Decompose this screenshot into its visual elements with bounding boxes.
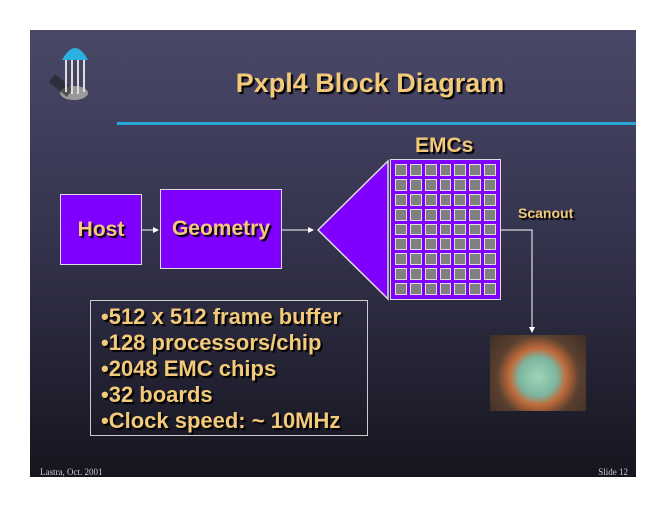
emc-chip-cell (484, 164, 496, 176)
emc-chip-cell (424, 164, 437, 176)
emc-chip-cell (424, 178, 437, 191)
emc-chip-cell (409, 253, 422, 266)
geometry-block: Geometry (160, 189, 282, 269)
emc-chip-cell (424, 238, 437, 251)
emc-chip-cell (469, 193, 482, 206)
emc-chip-cell (469, 208, 482, 221)
emc-chip-cell (484, 283, 496, 295)
emc-chip-cell (454, 223, 467, 236)
emc-chip-cell (424, 223, 437, 236)
emc-chip-cell (439, 238, 452, 251)
host-block: Host (60, 194, 142, 265)
emc-chip-cell (469, 164, 482, 176)
emcs-label: EMCs (415, 134, 474, 157)
emc-chip-cell (439, 268, 452, 281)
bullet-item: •Clock speed: ~ 10MHz (101, 408, 341, 433)
emc-chip-cell (395, 164, 407, 176)
emc-chip-cell (424, 253, 437, 266)
molecule-image (490, 335, 586, 411)
bullet-item: •128 processors/chip (101, 330, 322, 355)
emc-chip-cell (395, 238, 407, 251)
scanout-arrow (501, 229, 535, 333)
slide-title: Pxpl4 Block Diagram (235, 68, 505, 98)
emc-chip-cell (395, 253, 407, 266)
emc-chip-cell (395, 178, 407, 191)
emc-chip-cell (439, 253, 452, 266)
emc-chip-cell (395, 193, 407, 206)
emc-chip-cell (409, 238, 422, 251)
emc-chip-cell (409, 223, 422, 236)
host-label: Host (77, 217, 125, 241)
emc-chip-cell (454, 164, 467, 176)
emc-grid (390, 159, 501, 300)
emc-chip-cell (424, 208, 437, 221)
bullet-item: •512 x 512 frame buffer (101, 304, 342, 329)
emc-chip-cell (469, 178, 482, 191)
scanout-label: Scanout (518, 205, 574, 221)
emc-chip-cell (484, 193, 496, 206)
emc-chip-cell (454, 178, 467, 191)
emc-chip-cell (439, 208, 452, 221)
title-divider (117, 122, 636, 125)
emc-chip-cell (409, 178, 422, 191)
diagram-connectors (142, 159, 535, 333)
emc-chip-cell (424, 283, 437, 295)
emc-chip-cell (484, 208, 496, 221)
emc-chip-cell (469, 268, 482, 281)
emc-chip-cell (469, 238, 482, 251)
bullet-item: •32 boards (101, 382, 213, 407)
emc-chip-cell (439, 193, 452, 206)
emc-chip-cell (469, 253, 482, 266)
emc-chip-cell (439, 178, 452, 191)
slide: Pxpl4 Block Diagram EMCs Host Geometry S… (30, 30, 636, 477)
emc-chip-cell (395, 283, 407, 295)
emc-chip-cell (439, 164, 452, 176)
emc-chip-cell (469, 283, 482, 295)
emc-chip-cell (395, 268, 407, 281)
emc-chip-cell (424, 268, 437, 281)
emc-chip-cell (454, 208, 467, 221)
emc-chip-cell (395, 208, 407, 221)
footer-slide-number: Slide 12 (598, 467, 628, 477)
emc-chip-cell (424, 193, 437, 206)
logo-old-well-icon (48, 48, 88, 100)
emc-chip-cell (484, 178, 496, 191)
emc-chip-cell (484, 223, 496, 236)
emc-chip-cell (484, 268, 496, 281)
emc-chip-cell (439, 283, 452, 295)
emc-chip-cell (395, 223, 407, 236)
geometry-label: Geometry (171, 217, 271, 240)
emc-chip-cell (484, 238, 496, 251)
emc-chip-cell (409, 193, 422, 206)
footer-author: Lastra, Oct. 2001 (40, 467, 103, 477)
emc-chip-cell (454, 238, 467, 251)
emc-chip-cell (409, 164, 422, 176)
fanout-triangle (316, 159, 389, 301)
emc-chip-cell (409, 268, 422, 281)
emc-chip-cell (409, 283, 422, 295)
emc-chip-cell (454, 268, 467, 281)
specs-list: •512 x 512 frame buffer •128 processors/… (90, 300, 368, 436)
emc-chip-cell (454, 253, 467, 266)
emc-chip-cell (454, 193, 467, 206)
emc-chip-cell (454, 283, 467, 295)
emc-chip-cell (409, 208, 422, 221)
emc-chip-cell (439, 223, 452, 236)
emc-chip-cell (484, 253, 496, 266)
emc-chip-cell (469, 223, 482, 236)
bullet-item: •2048 EMC chips (101, 356, 277, 381)
